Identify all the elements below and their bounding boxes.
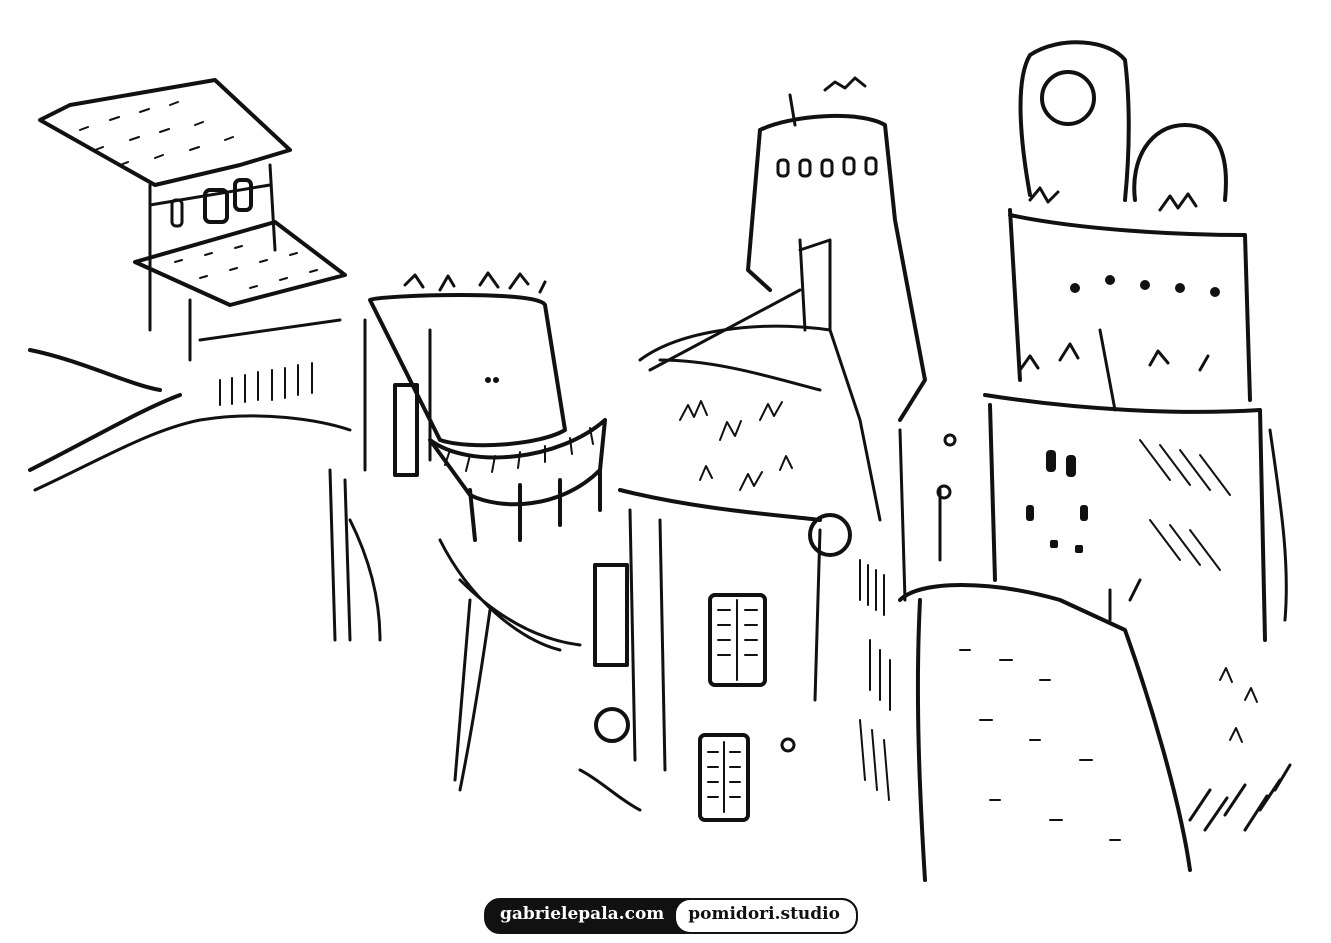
center-shadow-hatching [859, 428, 957, 801]
left-slope [28, 348, 352, 492]
right-ramp-road [898, 578, 1192, 882]
bottom-right-hatching [1188, 428, 1292, 832]
site-link-secondary[interactable]: pomidori.studio [676, 900, 856, 932]
credits-badge: gabrielepala.com pomidori.studio [484, 898, 858, 934]
site-link-primary[interactable]: gabrielepala.com [486, 900, 677, 932]
garden-house-shutters [453, 324, 882, 822]
right-block-tower [983, 40, 1267, 642]
left-roofed-house [38, 78, 347, 362]
central-tall-tower [648, 76, 927, 422]
round-tower-balcony [328, 271, 607, 652]
